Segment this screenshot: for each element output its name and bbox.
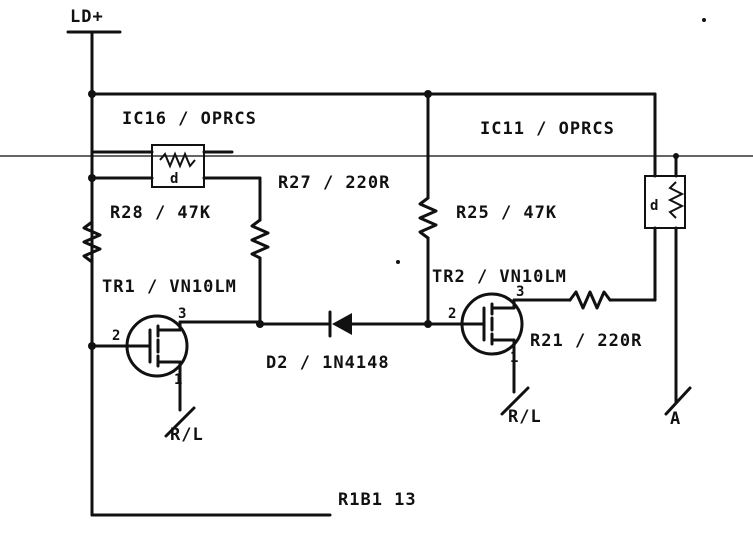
r28-label: R28 / 47K xyxy=(110,203,211,223)
r25-resistor: R25 / 47K xyxy=(418,92,557,326)
ic16-optocoupler: IC16 / OPRCS d xyxy=(88,109,262,188)
ic11-label: IC11 / OPRCS xyxy=(480,119,615,139)
bottom-net-label: R1B1 13 xyxy=(338,490,417,510)
r27-label: R27 / 220R xyxy=(278,173,390,193)
svg-text:d: d xyxy=(650,198,658,214)
a-net-label: A xyxy=(670,409,681,429)
tr2-pin-gate: 2 xyxy=(448,306,456,322)
rl-right-label: R/L xyxy=(508,407,542,427)
top-rail xyxy=(88,90,657,178)
tr1-pin-gate: 2 xyxy=(112,328,120,344)
tr1-pin-source: 1 xyxy=(174,372,182,388)
supply-label: LD+ xyxy=(70,7,104,27)
d2-diode: D2 / 1N4148 xyxy=(256,310,432,373)
svg-text:d: d xyxy=(170,171,178,187)
d2-label: D2 / 1N4148 xyxy=(266,353,390,373)
tr2-pin-drain: 3 xyxy=(516,284,524,300)
tr2-label: TR2 / VN10LM xyxy=(432,267,567,287)
supply-terminal: LD+ xyxy=(66,7,122,517)
tr2-pin-source: 1 xyxy=(510,350,518,366)
tr2-transistor: TR2 / VN10LM 2 3 1 R/L xyxy=(426,267,572,427)
tr1-transistor: TR1 / VN10LM 2 3 1 R/L xyxy=(88,277,262,445)
r28-resistor: R28 / 47K xyxy=(82,203,211,264)
bottom-net: R1B1 13 xyxy=(90,490,417,517)
r25-label: R25 / 47K xyxy=(456,203,557,223)
ic16-label: IC16 / OPRCS xyxy=(122,109,257,129)
r21-label: R21 / 220R xyxy=(530,331,642,351)
r21-resistor: R21 / 220R xyxy=(530,290,657,351)
tr1-label: TR1 / VN10LM xyxy=(102,277,237,297)
tr1-pin-drain: 3 xyxy=(178,306,186,322)
ic11-optocoupler: IC11 / OPRCS d A xyxy=(480,119,692,429)
r27-resistor: R27 / 220R xyxy=(250,173,390,326)
rl-left-label: R/L xyxy=(170,425,204,445)
